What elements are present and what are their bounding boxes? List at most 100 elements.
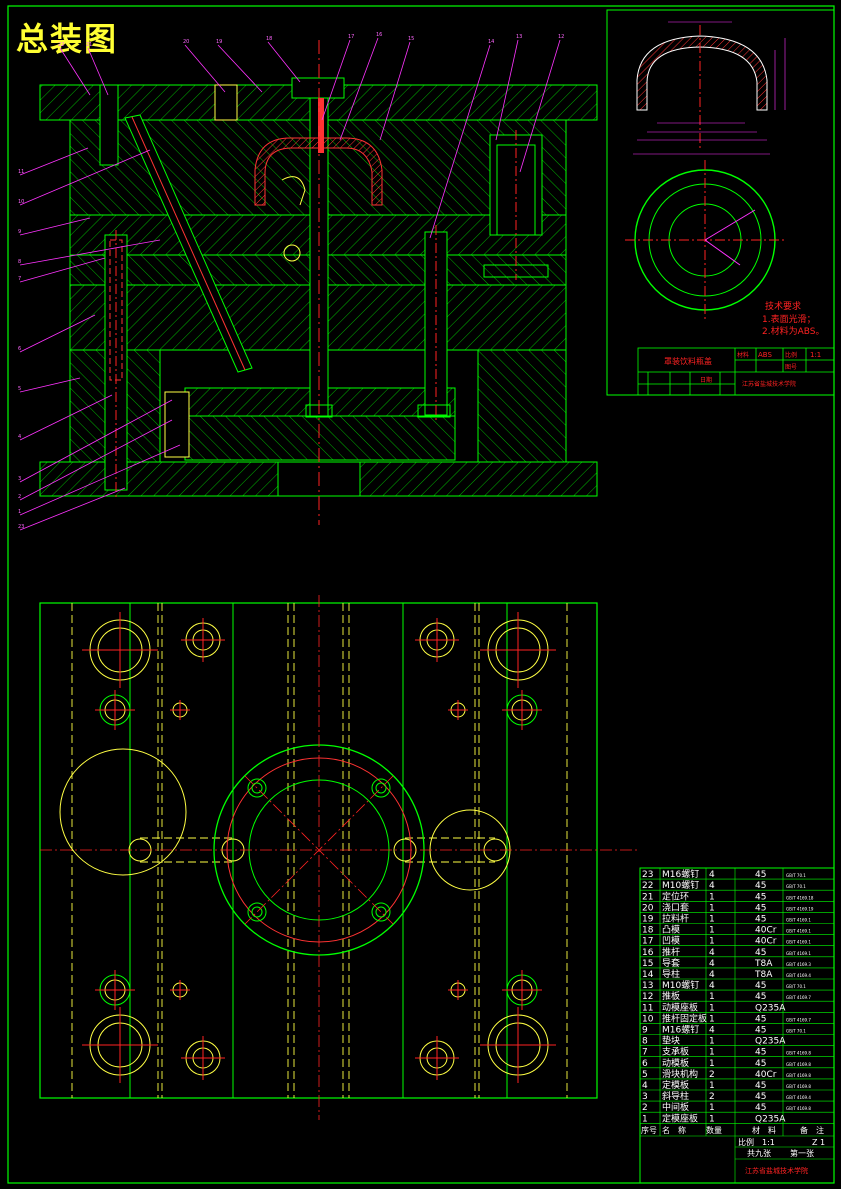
bom-row-name: 支承板 (662, 1046, 689, 1058)
bom-row-name: 推板 (662, 990, 680, 1002)
bom-row-qty: 1 (709, 915, 715, 925)
part-material: ABS (758, 351, 772, 359)
note-1: 1.表面光滑； (762, 313, 816, 325)
note-2: 2.材料为ABS。 (762, 325, 824, 337)
bom-row-qty: 1 (709, 892, 715, 902)
bom-row-name: M16螺钉 (662, 869, 699, 880)
bom-row-mat: 40Cr (755, 926, 777, 936)
bom-scale: 1:1 (762, 1138, 775, 1147)
bom-row-qty: 1 (709, 1114, 715, 1124)
part-balloon: 18 (266, 36, 272, 42)
cap-profile (636, 35, 768, 111)
bom-row-qty: 1 (709, 1103, 715, 1113)
bom-row-qty: 1 (709, 926, 715, 936)
part-balloon: 17 (348, 34, 354, 40)
bom-row-no: 5 (642, 1070, 648, 1080)
bom-row-no: 21 (642, 892, 653, 902)
bom-row-mat: 45 (755, 1092, 766, 1102)
bom-row-qty: 4 (709, 881, 715, 891)
bom-row-std: GB/T 4169.8 (786, 1084, 811, 1089)
part-school: 江苏省盐城技术学院 (742, 380, 796, 388)
outer-frame (7, 5, 835, 1184)
bom-row-qty: 1 (709, 1037, 715, 1047)
part-balloon: 13 (516, 34, 522, 40)
bom-row-qty: 1 (709, 1014, 715, 1024)
bom-row-mat: Q235A (755, 1003, 786, 1013)
bom-row-std: GB/T 4169.8 (786, 1106, 811, 1111)
bom-row-qty: 1 (709, 992, 715, 1002)
bom-row-std: GB/T 4169.8 (786, 1062, 811, 1067)
bom-row-std: GB/T 4169.3 (786, 962, 811, 967)
bom-row-std: GB/T 4169.1 (786, 918, 811, 923)
bom-row-std: GB/T 4169.7 (786, 995, 811, 1000)
bom-row-name: 中间板 (662, 1101, 689, 1113)
part-balloon: 19 (216, 39, 222, 45)
bom-row-qty: 1 (709, 1059, 715, 1069)
leader-lines (19, 37, 561, 531)
ejector-plate (184, 415, 456, 461)
bom-row-mat: 45 (755, 1014, 766, 1024)
bom-row-qty: 4 (709, 870, 715, 880)
bom-row-mat: Q235A (755, 1037, 786, 1047)
svg-text:日期: 日期 (700, 376, 712, 384)
part-drawing-box: 技术要求 1.表面光滑； 2.材料为ABS。 罩装饮料瓶盖 材料 ABS 比例 … (606, 9, 835, 396)
part-name: 罩装饮料瓶盖 (664, 356, 712, 366)
bom-row-name: M10螺钉 (662, 980, 699, 991)
bom-row-no: 15 (642, 959, 653, 969)
bom-row-mat: 45 (755, 992, 766, 1002)
bom-row-qty: 1 (709, 1081, 715, 1091)
bom-row-qty: 4 (709, 948, 715, 958)
bom-row-no: 1 (642, 1114, 648, 1124)
bom-school: 江苏省盐城技术学院 (745, 1166, 808, 1175)
bom-row-name: 浇口套 (662, 901, 689, 913)
part-balloon: 15 (408, 36, 414, 42)
bom-row-std: GB/T 70.1 (786, 1029, 806, 1034)
bom-row-std: GB/T 70.1 (786, 873, 806, 878)
bom-row-name: 导柱 (662, 968, 680, 980)
bom-row-mat: 40Cr (755, 937, 777, 947)
bom-row-mat: T8A (754, 959, 773, 969)
part-balloon: 9 (18, 229, 21, 235)
bom-row-name: 斜导柱 (662, 1090, 689, 1102)
bom-row-mat: 45 (755, 903, 766, 913)
bom-row-name: 定模座板 (662, 1112, 698, 1124)
plan-view (39, 595, 640, 1120)
notes-title: 技术要求 (765, 300, 801, 312)
bom-row-std: GB/T 4169.4 (786, 973, 811, 978)
bom-row-mat: 45 (755, 881, 766, 891)
bom-row-mat: 45 (755, 915, 766, 925)
part-balloon: 12 (558, 34, 564, 40)
plan-outline (39, 602, 598, 1099)
bom-row-no: 8 (642, 1037, 648, 1047)
bom-header-no: 序号 (641, 1125, 657, 1135)
bom-row-name: 拉料杆 (662, 913, 689, 925)
svg-text:比例: 比例 (785, 351, 797, 359)
bom-row-mat: 45 (755, 1059, 766, 1069)
bom-row-mat: 45 (755, 948, 766, 958)
svg-text:图号: 图号 (785, 364, 797, 371)
bom-header-remark: 备 注 (800, 1125, 824, 1135)
part-balloon: 16 (376, 32, 382, 38)
bom-row-no: 19 (642, 915, 654, 925)
bom-row-std: GB/T 4169.18 (786, 895, 814, 900)
bom-row-no: 6 (642, 1059, 648, 1069)
bom-row-std: GB/T 4169.4 (786, 1095, 811, 1100)
bom-row-no: 2 (642, 1103, 648, 1113)
bom-row-no: 11 (642, 1003, 653, 1013)
bom-row-qty: 4 (709, 959, 715, 969)
part-balloon: 22 (58, 42, 64, 48)
bom-row-name: 定位环 (662, 890, 689, 902)
bom-sheet: 第一张 (790, 1148, 814, 1158)
bom-row-name: M16螺钉 (662, 1025, 699, 1036)
bom-row-no: 12 (642, 992, 653, 1002)
bom-row-mat: 45 (755, 870, 766, 880)
bom-row-mat: 45 (755, 1048, 766, 1058)
bom-row-no: 14 (642, 970, 654, 980)
bom-row-no: 23 (642, 870, 653, 880)
spacer-block-right (477, 349, 567, 463)
bom-row-mat: Q235A (755, 1114, 786, 1124)
bom-row-name: 推杆 (662, 946, 680, 958)
sprue-bush (291, 77, 345, 99)
